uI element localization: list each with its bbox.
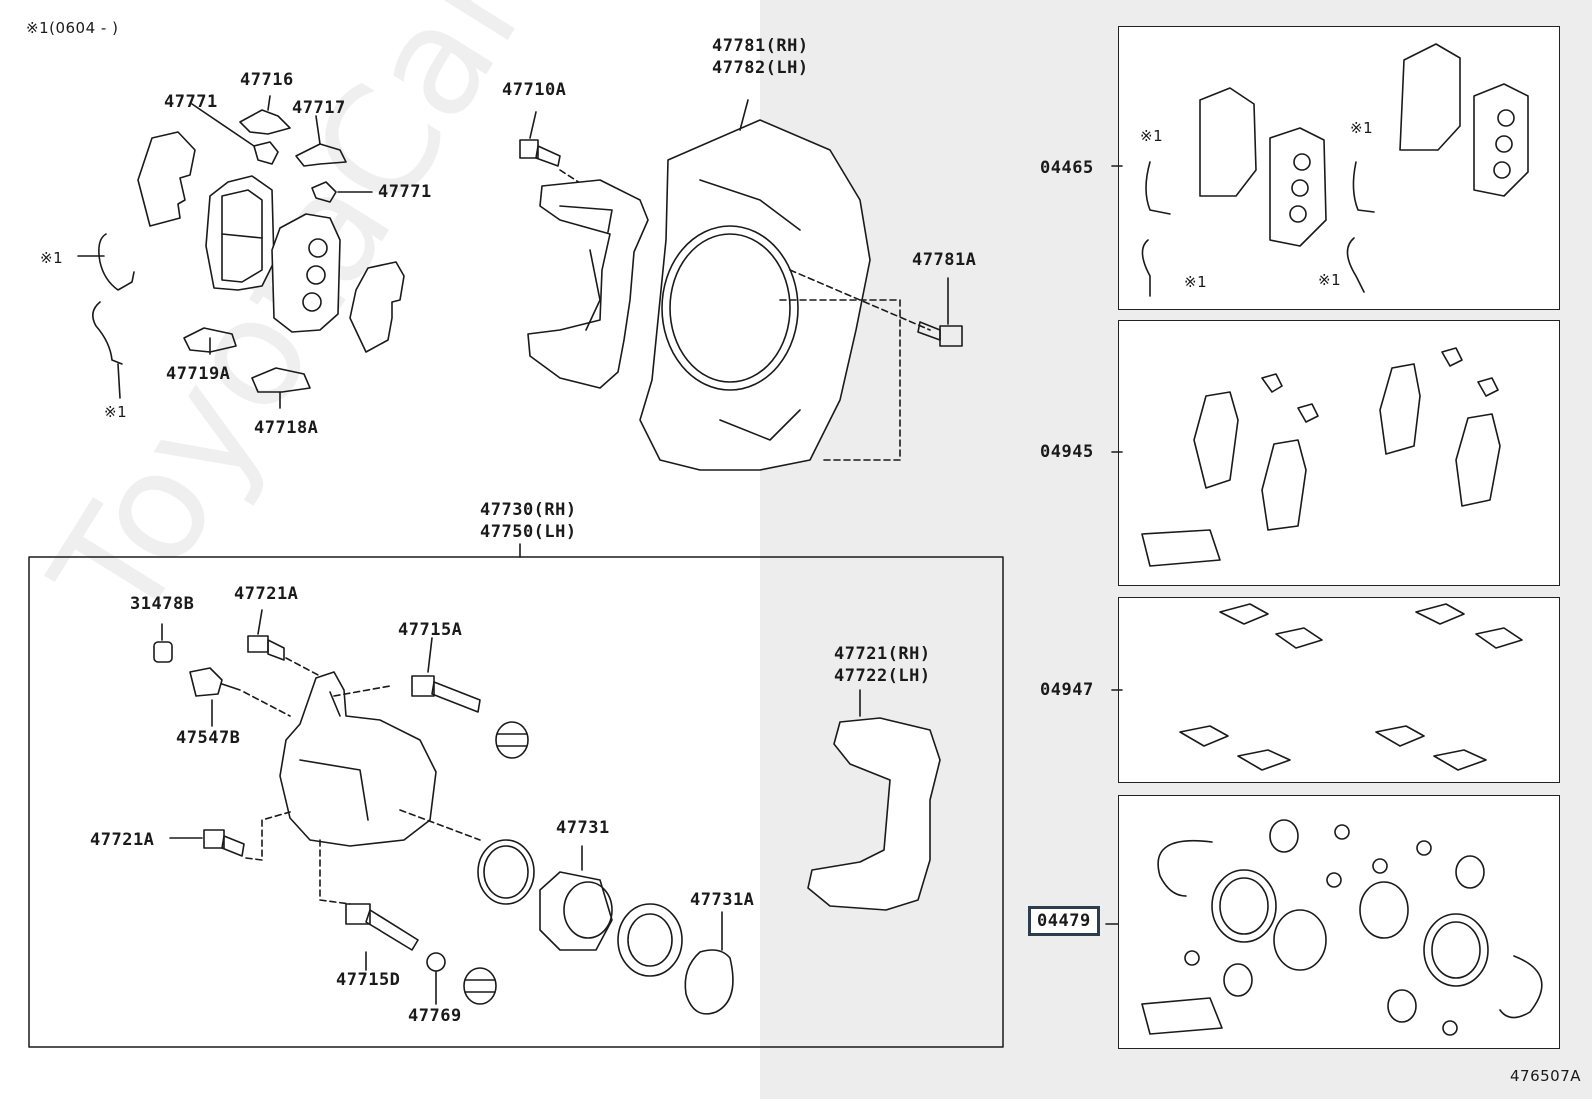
part-label-47731[interactable]: 47731: [556, 818, 610, 838]
star-note-a: ※1: [40, 249, 64, 267]
header-note: ※1(0604 - ): [26, 19, 119, 37]
brake-pad-inner: [205, 175, 275, 291]
kit-label-04945[interactable]: 04945: [1040, 442, 1094, 462]
part-label-47771-a[interactable]: 47771: [164, 92, 218, 112]
mounting-47721: [807, 689, 941, 911]
support-plate-47716: [239, 109, 291, 135]
kit-star-note-d: ※1: [1318, 271, 1342, 289]
bolt-47781A: [917, 277, 963, 347]
part-label-47781A[interactable]: 47781A: [912, 250, 977, 270]
bolt-47721A-left: [169, 829, 245, 857]
support-plate-47719A: [183, 327, 237, 353]
anti-squeal-shim-right: [349, 261, 405, 353]
part-label-47716[interactable]: 47716: [240, 70, 294, 90]
part-label-47721[interactable]: 47721(RH): [834, 644, 931, 664]
part-label-47715D[interactable]: 47715D: [336, 970, 401, 990]
kit-star-note-b: ※1: [1184, 273, 1208, 291]
kit-label-04947[interactable]: 04947: [1040, 680, 1094, 700]
part-label-47547B[interactable]: 47547B: [176, 728, 241, 748]
part-label-47722[interactable]: 47722(LH): [834, 666, 931, 686]
caliper-cylinder: [279, 671, 437, 847]
boot-lower: [463, 967, 497, 1005]
caliper-mount-bracket: [527, 179, 649, 389]
kit-box-04479[interactable]: [1118, 795, 1560, 1049]
bolt-47710A: [519, 139, 561, 167]
kit-box-04945[interactable]: [1118, 320, 1560, 586]
bushing-47769: [426, 952, 446, 1005]
part-label-47730[interactable]: 47730(RH): [480, 500, 577, 520]
part-label-47782[interactable]: 47782(LH): [712, 58, 809, 78]
support-plate-47717: [295, 143, 347, 167]
anti-squeal-shim-left: [137, 131, 196, 227]
kit-star-note-c: ※1: [1350, 119, 1374, 137]
support-plate-47718A: [251, 367, 311, 393]
boot-upper: [495, 721, 529, 759]
piston-47731: [539, 845, 613, 951]
part-label-47731A[interactable]: 47731A: [690, 890, 755, 910]
part-label-47769[interactable]: 47769: [408, 1006, 462, 1026]
part-label-47781[interactable]: 47781(RH): [712, 36, 809, 56]
kit-label-04465[interactable]: 04465: [1040, 158, 1094, 178]
piston-seal-ring: [477, 839, 535, 905]
kit-04945-contents: [1111, 347, 1501, 567]
kit-label-04479-highlighted[interactable]: 04479: [1028, 906, 1100, 936]
part-label-47719A[interactable]: 47719A: [166, 364, 231, 384]
star-note-b: ※1: [104, 403, 128, 421]
kit-star-note-a: ※1: [1140, 127, 1164, 145]
wear-indicator-2: [92, 301, 123, 365]
bleeder-cap-31478B: [153, 623, 173, 663]
brake-pad-outer: [271, 213, 341, 333]
footer-code: 476507A: [1510, 1067, 1582, 1085]
clip-47771-b: [311, 181, 337, 203]
part-label-47721A-left[interactable]: 47721A: [90, 830, 155, 850]
bolt-47721A-top: [247, 609, 285, 661]
wear-indicator-1: [98, 233, 135, 291]
kit-04479-contents: [1105, 819, 1543, 1036]
part-label-31478B[interactable]: 31478B: [130, 594, 195, 614]
cylinder-boot: [617, 903, 683, 977]
kit-04465-contents: [1111, 43, 1529, 297]
part-label-47750[interactable]: 47750(LH): [480, 522, 577, 542]
kit-04947-contents: [1111, 603, 1523, 771]
part-label-47718A[interactable]: 47718A: [254, 418, 319, 438]
part-label-47710A[interactable]: 47710A: [502, 80, 567, 100]
slide-pin-47715A: [411, 637, 481, 713]
kit-box-04947[interactable]: [1118, 597, 1560, 783]
dust-cover-47781: [639, 99, 871, 471]
part-label-47715A[interactable]: 47715A: [398, 620, 463, 640]
clip-47771-a: [253, 141, 279, 165]
part-label-47721A-top[interactable]: 47721A: [234, 584, 299, 604]
part-label-47771-b[interactable]: 47771: [378, 182, 432, 202]
caliper-assembly-frame: [28, 556, 1004, 1048]
slide-pin-47715D: [345, 903, 419, 971]
set-ring-47731A: [684, 911, 734, 1015]
bleeder-plug-47547B: [189, 667, 241, 727]
part-label-47717[interactable]: 47717: [292, 98, 346, 118]
